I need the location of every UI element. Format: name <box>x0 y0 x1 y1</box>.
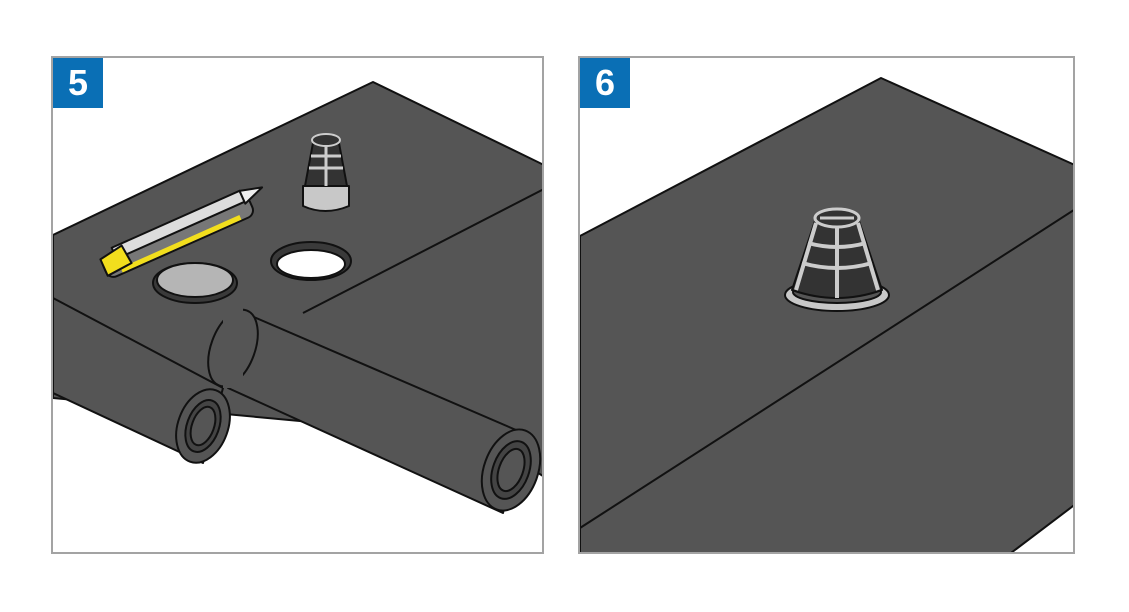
membrane-sheet <box>580 77 1073 552</box>
step-6-panel: 6 <box>578 56 1075 554</box>
step-6-illustration <box>580 77 1073 552</box>
step-5-panel: 5 <box>51 56 544 554</box>
step-number-badge: 6 <box>580 58 630 108</box>
step-5-illustration <box>53 81 542 514</box>
drain-fitting-unmounted <box>302 133 350 212</box>
utility-knife <box>99 186 264 278</box>
step-number-badge: 5 <box>53 58 103 108</box>
drain-fitting-installed <box>784 207 890 312</box>
